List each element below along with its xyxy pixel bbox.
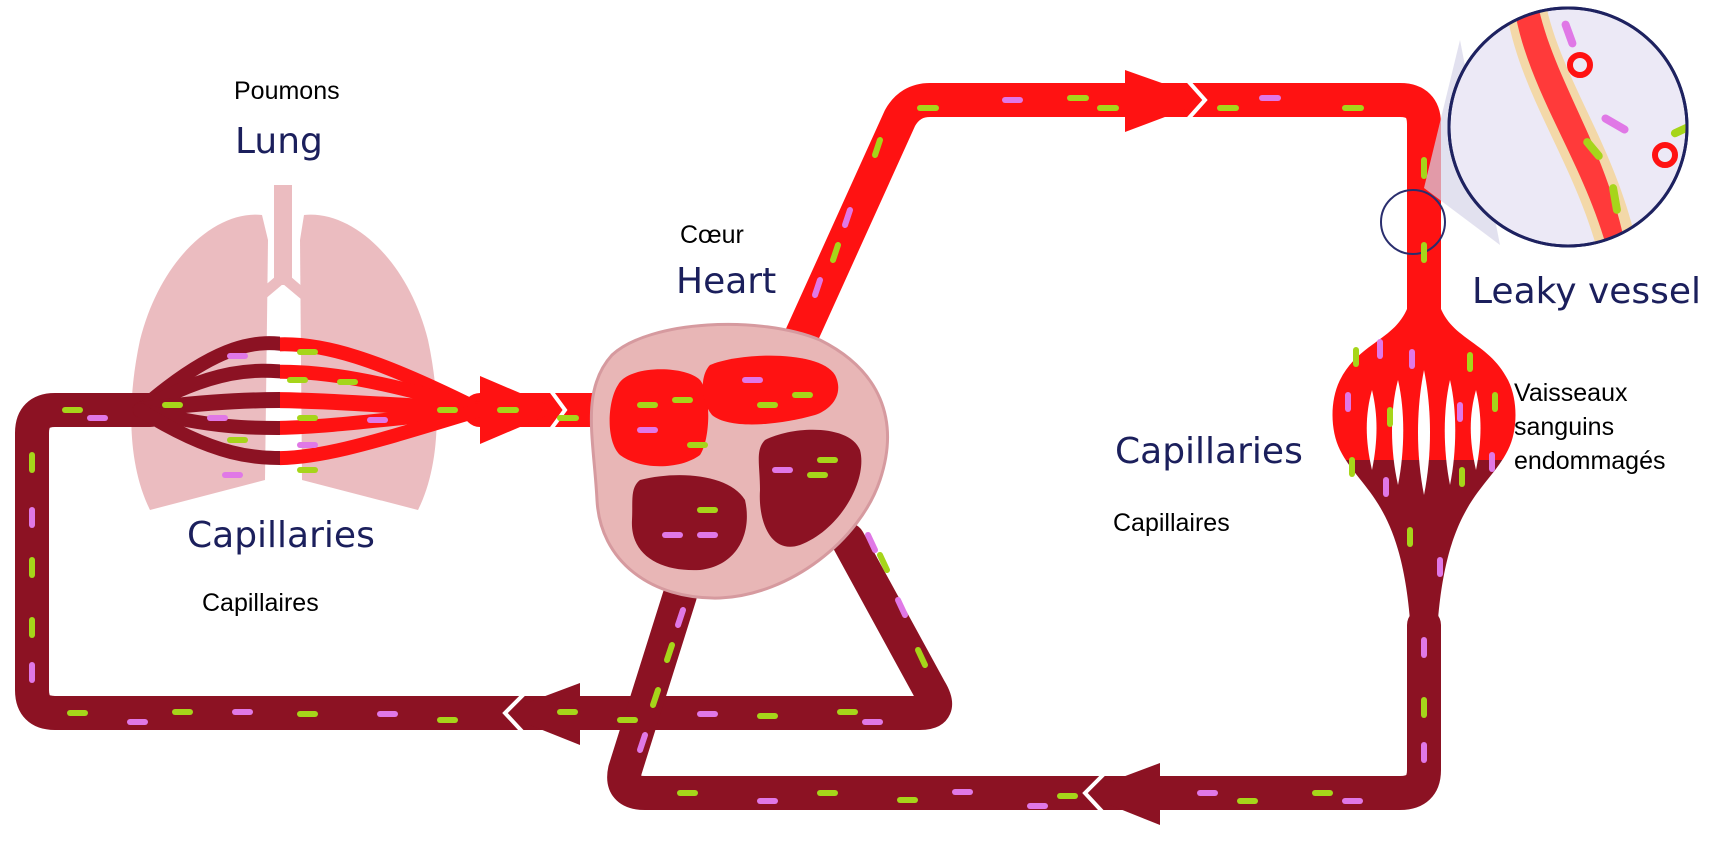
damaged-vessels-line-1: Vaisseaux <box>1514 376 1665 410</box>
heart-label-fr: Cœur <box>680 222 744 250</box>
lung-label-fr: Poumons <box>234 78 340 106</box>
body-capillaries-label-fr: Capillaires <box>1113 510 1230 538</box>
damaged-vessels-line-3: endommagés <box>1514 444 1665 478</box>
lung-capillaries-label-en: Capillaries <box>187 516 375 556</box>
damaged-vessels-line-2: sanguins <box>1514 410 1665 444</box>
heart-label-en: Heart <box>676 262 776 302</box>
leaky-vessel-label: Leaky vessel <box>1472 272 1701 312</box>
lung-capillaries-label-fr: Capillaires <box>202 590 319 618</box>
body-capillaries-label-en: Capillaries <box>1115 432 1303 472</box>
body-capillaries <box>1333 300 1516 620</box>
damaged-vessels-label: Vaisseaux sanguins endommagés <box>1514 376 1665 478</box>
lung-label-en: Lung <box>235 122 323 162</box>
